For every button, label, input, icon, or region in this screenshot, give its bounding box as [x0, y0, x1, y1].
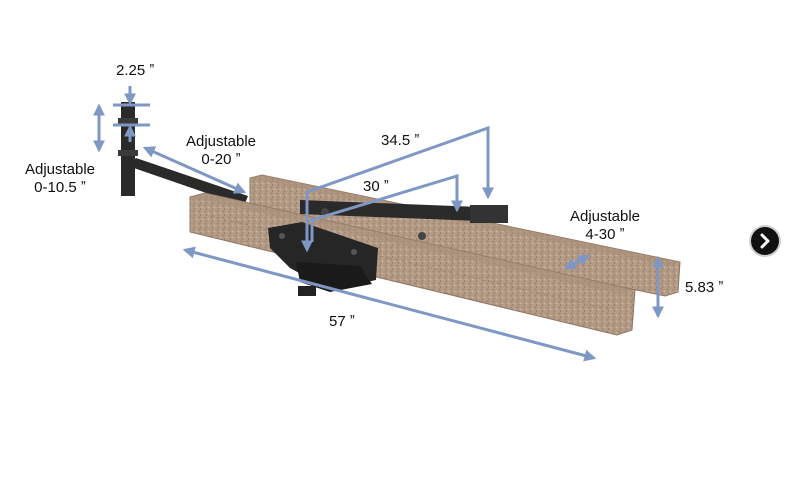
next-image-button[interactable]: [751, 227, 779, 255]
bunk-length-arrow: [182, 246, 597, 362]
left-height-range: 0-10.5 ˮ: [34, 179, 86, 196]
left-height-title: Adjustable: [24, 161, 96, 178]
chevron-right-icon: [760, 233, 770, 249]
span-30-label: 30 ˮ: [363, 178, 389, 195]
bunk-spacing-range: 4-30 ˮ: [585, 226, 625, 243]
vertical-post: [118, 102, 138, 196]
left-height-label: Adjustable 0-10.5 ˮ: [14, 161, 106, 197]
span-34-label: 34.5 ˮ: [381, 132, 420, 149]
dimension-arrows: [93, 86, 664, 362]
span-30-arrow: [310, 173, 463, 242]
span-34-arrow: [301, 125, 494, 253]
bunk-spacing-arrow: [563, 254, 591, 270]
top-width-label: 2.25 ˮ: [116, 62, 155, 79]
arm-length-label: Adjustable 0-20 ˮ: [174, 133, 268, 169]
bunk-spacing-title: Adjustable: [569, 208, 641, 225]
arm-length-range: 0-20 ˮ: [201, 151, 241, 168]
bunk-spacing-label: Adjustable 4-30 ˮ: [558, 208, 652, 244]
arm-length-arrow: [142, 146, 247, 194]
arm-length-title: Adjustable: [185, 133, 257, 150]
bunk-height-label: 5.83 ˮ: [685, 279, 724, 296]
bunk-length-label: 57 ˮ: [329, 313, 355, 330]
